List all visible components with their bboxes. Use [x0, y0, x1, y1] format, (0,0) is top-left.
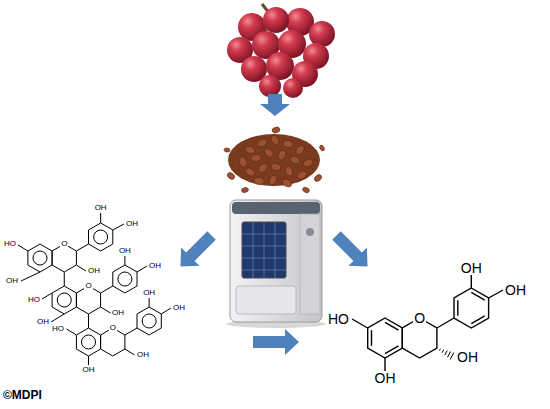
- atom-label: OH: [94, 204, 108, 212]
- atom-label: OH: [460, 261, 483, 275]
- atom-label: HO: [327, 312, 350, 326]
- grapes-photo: [227, 4, 335, 98]
- flow-arrow: [327, 226, 376, 275]
- atom-label: OH: [82, 366, 96, 374]
- atom-label: OH: [36, 318, 50, 326]
- atom-label: OH: [87, 267, 101, 275]
- atom-label: O: [60, 240, 68, 248]
- atom-label: OH: [111, 309, 125, 317]
- atom-label: OH: [142, 289, 156, 297]
- flow-arrow: [171, 226, 220, 275]
- flow-arrow: [260, 94, 290, 116]
- atom-label: HO: [51, 325, 65, 333]
- atom-label: OH: [456, 350, 479, 364]
- procyanidin-structure: [18, 213, 171, 365]
- atom-label: OH: [136, 351, 150, 359]
- atom-label: O: [84, 282, 92, 290]
- grape-seeds-photo: [224, 126, 326, 194]
- flow-arrow: [253, 329, 299, 355]
- microwave-reactor: [226, 200, 326, 328]
- atom-label: OH: [125, 220, 139, 228]
- atom-label: O: [109, 324, 117, 332]
- catechin-structure: [352, 275, 503, 371]
- atom-label: OH: [148, 262, 162, 270]
- atom-label: OH: [172, 304, 186, 312]
- watermark: ©MDPI: [2, 389, 43, 401]
- atom-label: OH: [504, 283, 527, 297]
- atom-label: HO: [3, 240, 17, 248]
- atom-label: O: [413, 311, 426, 325]
- atom-label: OH: [118, 247, 132, 255]
- atom-label: HO: [27, 296, 41, 304]
- atom-label: OH: [5, 277, 19, 285]
- atom-label: OH: [374, 371, 397, 385]
